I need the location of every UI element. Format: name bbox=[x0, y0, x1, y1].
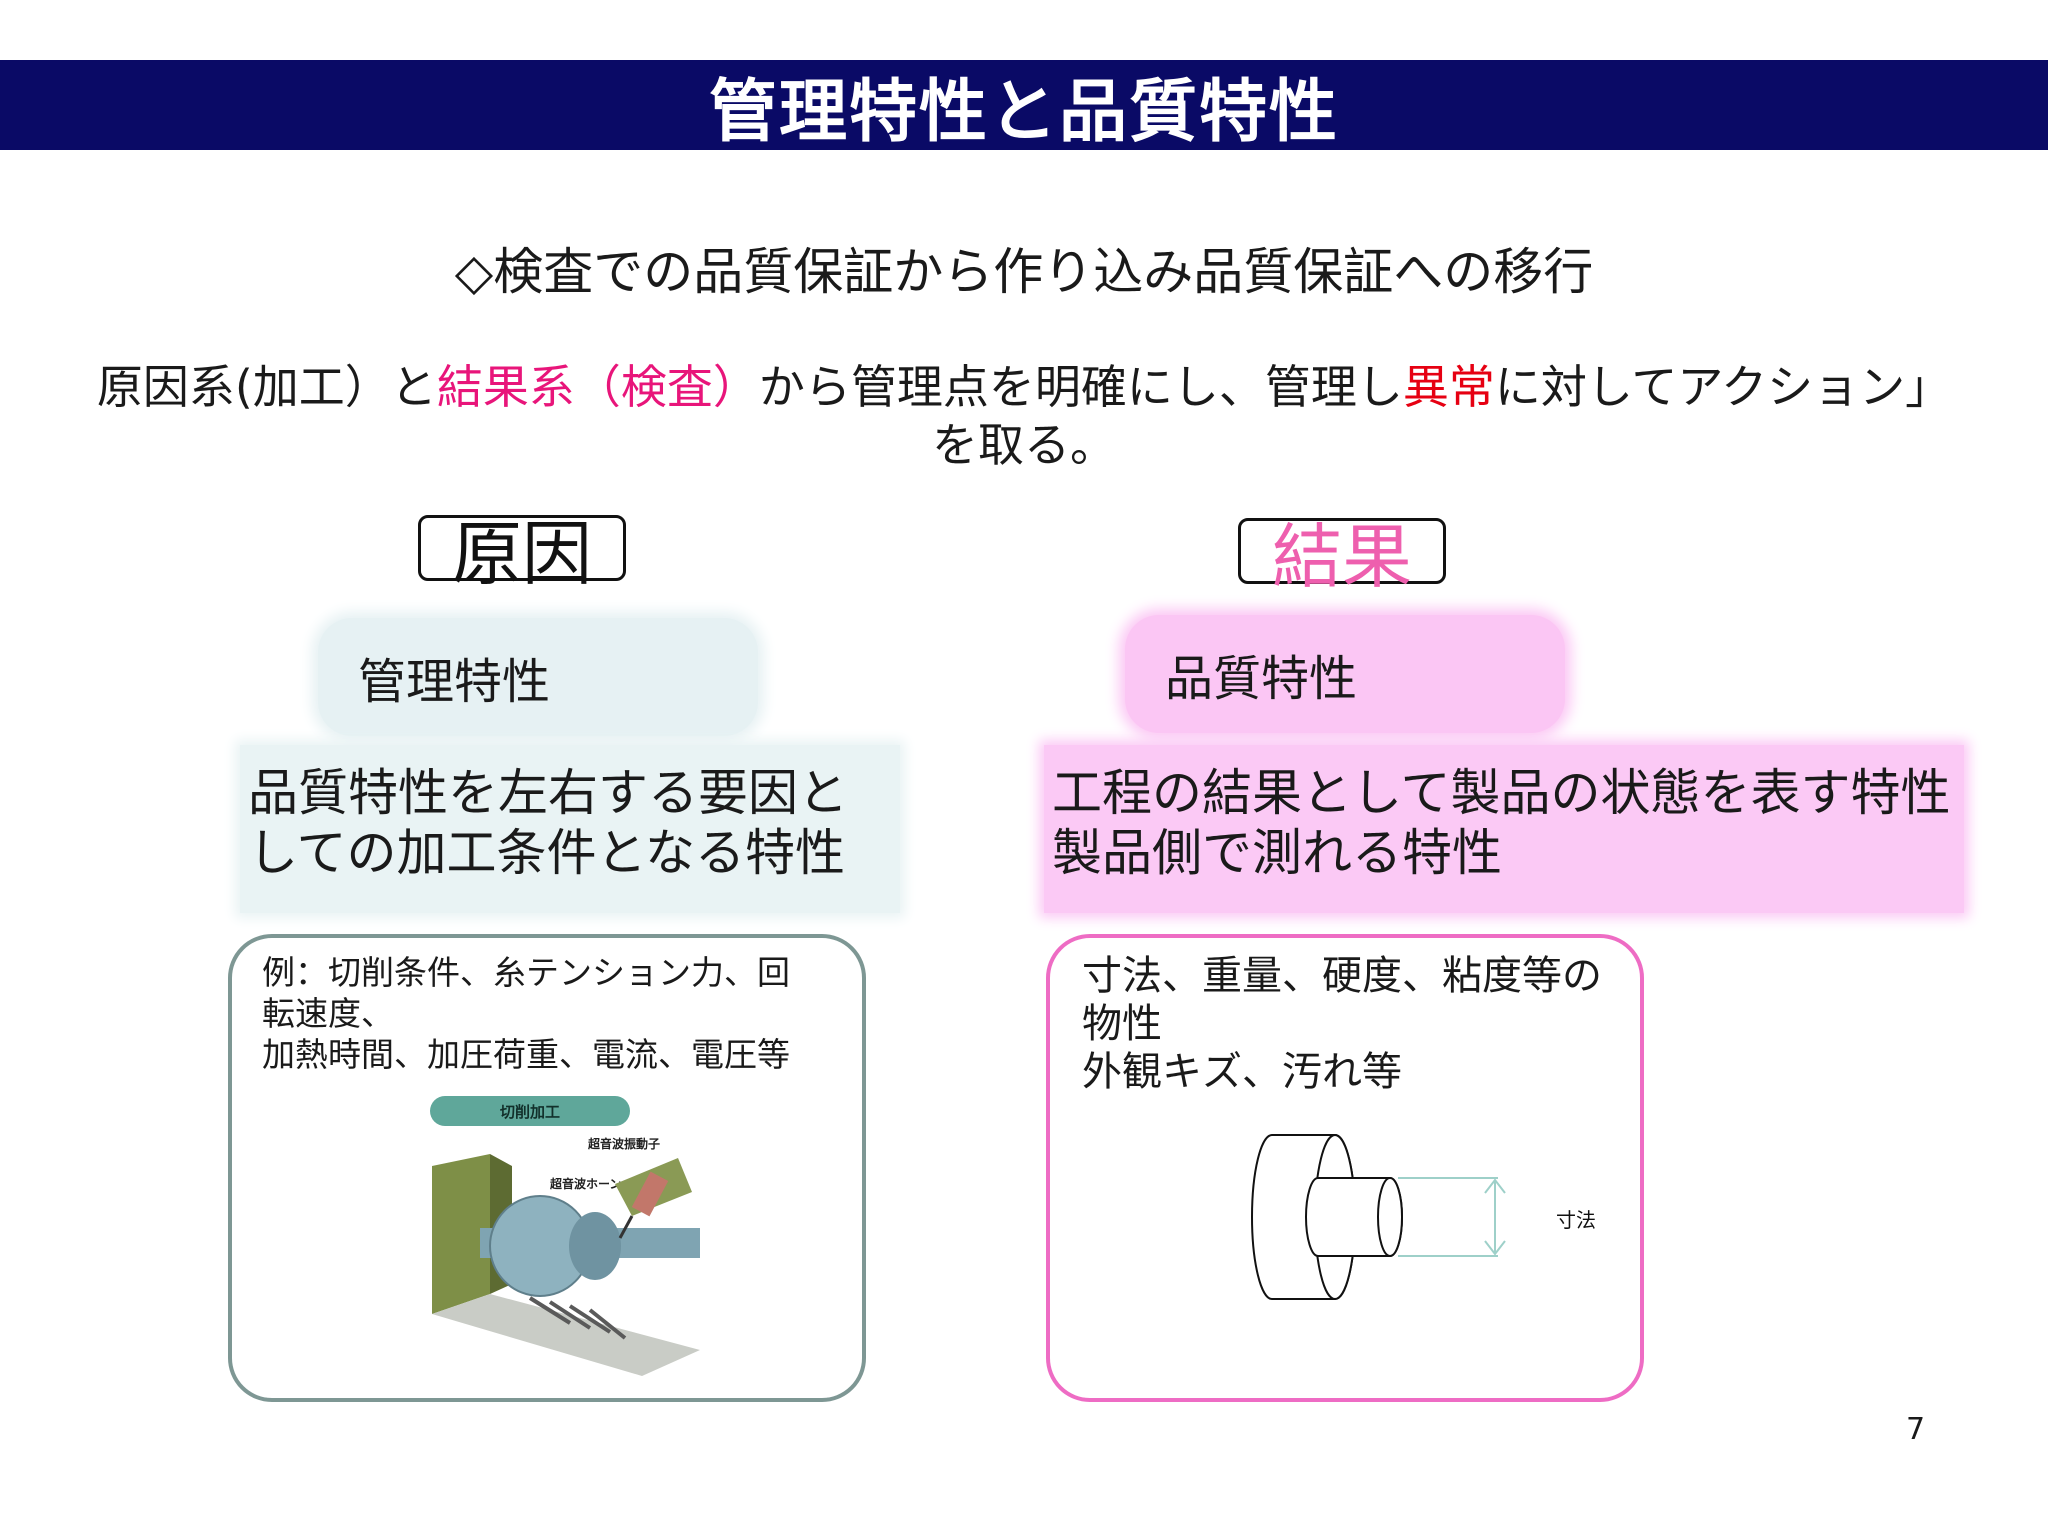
effect-label: 結果 bbox=[1238, 516, 1446, 598]
statement-part-6: を取る。 bbox=[932, 418, 1116, 472]
cutting-machine-illustration: 切削加工 超音波振動子 超音波ホーン bbox=[430, 1096, 700, 1376]
cause-example-line-3: 加熱時間、加圧荷重、電流、電圧等 bbox=[262, 1035, 790, 1074]
statement-part-3: から管理点を明確にし、管理し bbox=[758, 360, 1403, 414]
part-shaft-end bbox=[1377, 1177, 1403, 1257]
cause-description: 品質特性を左右する要因と しての加工条件となる特性 bbox=[240, 745, 900, 913]
machine-title-pill bbox=[430, 1096, 630, 1126]
machine-label-vibrator: 超音波振動子 bbox=[587, 1136, 660, 1151]
quality-characteristic-pill: 品質特性 bbox=[1125, 615, 1565, 733]
effect-example-text: 寸法、重量、硬度、粘度等の 物性 外観キズ、汚れ等 bbox=[1082, 952, 1642, 1096]
main-statement: 原因系(加工）と結果系（検査）から管理点を明確にし、管理し異常に対してアクション… bbox=[60, 358, 1988, 474]
effect-example-line-1: 寸法、重量、硬度、粘度等の bbox=[1082, 953, 1602, 999]
effect-example-line-2: 物性 bbox=[1082, 1001, 1162, 1047]
title-bar: 管理特性と品質特性 bbox=[0, 60, 2048, 152]
machine-bed bbox=[432, 1294, 700, 1376]
statement-part-5: に対してアクション」 bbox=[1494, 360, 1952, 414]
cause-description-line-1: 品質特性を左右する要因と bbox=[248, 764, 848, 822]
machine-horn bbox=[631, 1171, 669, 1217]
statement-part-1: 原因系(加工）と bbox=[96, 360, 437, 414]
effect-example-box bbox=[1046, 934, 1644, 1402]
control-characteristic-pill: 管理特性 bbox=[318, 618, 758, 736]
machine-chips bbox=[528, 1296, 627, 1340]
cause-example-text: 例：切削条件、糸テンション力、回 転速度、 加熱時間、加圧荷重、電流、電圧等 bbox=[262, 952, 842, 1075]
machine-tool-tip bbox=[618, 1215, 634, 1239]
machine-block-front bbox=[432, 1154, 490, 1314]
statement-abnormality: 異常 bbox=[1402, 360, 1495, 414]
dimension-label: 寸法 bbox=[1556, 1208, 1596, 1232]
cause-example-box bbox=[228, 934, 866, 1402]
effect-description-line-2: 製品側で測れる特性 bbox=[1052, 824, 1502, 882]
cause-example-line-1: 例：切削条件、糸テンション力、回 bbox=[262, 953, 790, 992]
effect-example-line-3: 外観キズ、汚れ等 bbox=[1082, 1049, 1402, 1095]
dimension-arrows bbox=[1484, 1178, 1506, 1256]
slide-title: 管理特性と品質特性 bbox=[708, 72, 1339, 152]
machine-workpiece bbox=[569, 1212, 621, 1280]
slide-subtitle: ◇検査での品質保証から作り込み品質保証への移行 bbox=[454, 243, 1594, 301]
cause-label: 原因 bbox=[418, 513, 626, 595]
statement-result-system: 結果系（検査） bbox=[436, 360, 759, 414]
machine-title: 切削加工 bbox=[500, 1103, 560, 1121]
effect-description: 工程の結果として製品の状態を表す特性 製品側で測れる特性 bbox=[1044, 745, 1964, 913]
page-number: 7 bbox=[1906, 1412, 1926, 1447]
cause-example-line-2: 転速度、 bbox=[262, 994, 394, 1033]
cause-description-line-2: しての加工条件となる特性 bbox=[248, 824, 845, 882]
machine-label-horn: 超音波ホーン bbox=[549, 1176, 621, 1191]
effect-description-line-1: 工程の結果として製品の状態を表す特性 bbox=[1052, 764, 1951, 822]
part-dimension-diagram: 寸法 bbox=[1251, 1134, 1596, 1300]
